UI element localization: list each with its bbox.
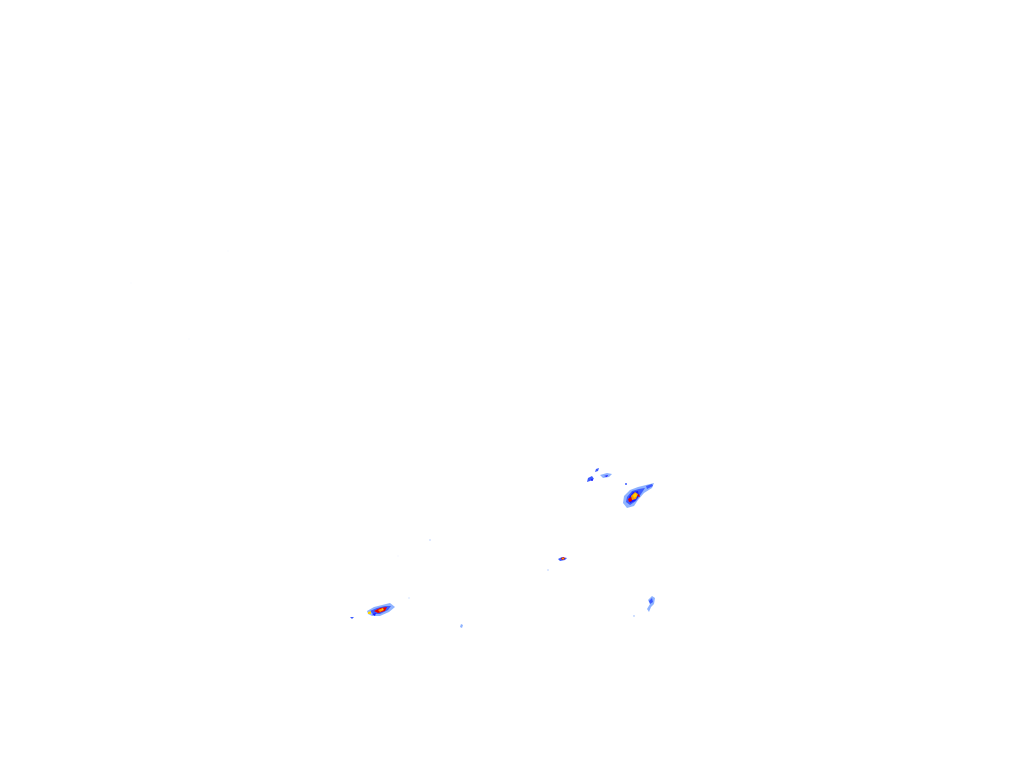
radar-echo-cell-southwest [350, 603, 395, 619]
radar-echo-cell-main [623, 483, 654, 508]
radar-echo-scatter [130, 250, 463, 628]
radar-echo-cell-southeast [633, 596, 655, 617]
radar-echo-cell-center [547, 557, 567, 571]
radar-echo-cluster-northeast [587, 468, 627, 485]
echo-fragment [587, 468, 627, 485]
